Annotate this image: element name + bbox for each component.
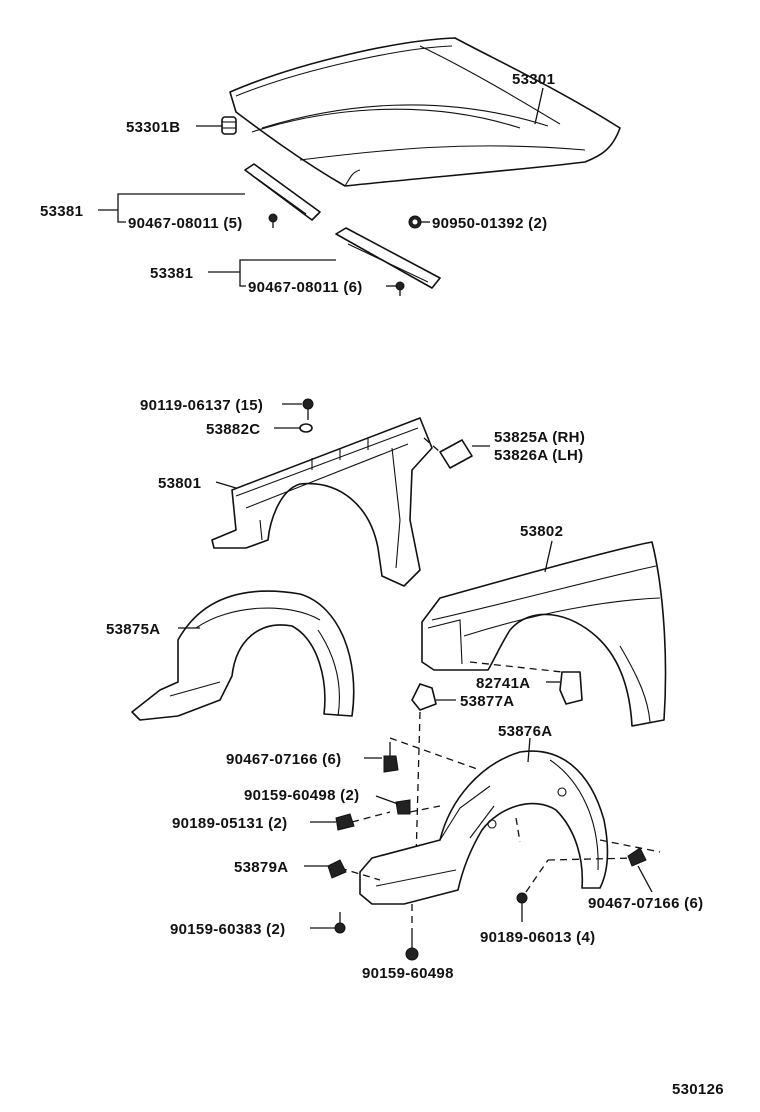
clip-icon-5 [627, 847, 653, 893]
hood-seal-2-part [335, 227, 441, 289]
front-fender-part [421, 541, 667, 727]
hood-part [229, 37, 621, 187]
hood-seal-1-part [244, 163, 321, 221]
rear-liner-part [131, 590, 355, 721]
label-clip-3: 90467-07166 (6) [588, 895, 703, 912]
front-liner-leader [527, 737, 531, 763]
screw-icon-2 [310, 912, 346, 934]
clip-icon-2 [386, 281, 405, 296]
label-screw-2: 90159-60383 (2) [170, 921, 285, 938]
label-hood-seal-clip-1: 90467-08011 (5) [128, 215, 243, 232]
figure-code: 530126 [672, 1081, 724, 1098]
front-liner-part [359, 750, 609, 905]
clip-icon-4 [310, 813, 355, 831]
label-screw-1: 90159-60498 (2) [244, 787, 359, 804]
hood-leader [534, 87, 544, 125]
label-clip-4: 90189-06013 (4) [480, 929, 595, 946]
label-fender-bracket-lh: 53826A (LH) [494, 447, 583, 464]
hood-seal-1-leader [98, 193, 245, 223]
label-fender-bolt: 90119-06137 (15) [140, 397, 263, 414]
label-liner-bracket: 53877A [460, 693, 514, 710]
clip-icon-3 [364, 742, 399, 773]
label-rear-liner: 53875A [106, 621, 160, 638]
label-hood-seal-clip-2: 90467-08011 (6) [248, 279, 363, 296]
hood-nut-part [408, 215, 430, 229]
fender-washer-part [274, 423, 313, 433]
liner-bracket-part [411, 683, 456, 861]
fender-protector-part [469, 661, 583, 705]
label-hood-seal-2: 53381 [150, 265, 193, 282]
label-hood-seal-1: 53381 [40, 203, 83, 220]
front-fender-leader [544, 540, 553, 573]
clip-bracket-icon [304, 859, 347, 879]
label-front-liner: 53876A [498, 723, 552, 740]
fender-apron-part [211, 417, 433, 587]
label-fender-apron: 53801 [158, 475, 201, 492]
label-clip-1: 90467-07166 (6) [226, 751, 341, 768]
clip-icon-6 [516, 892, 528, 922]
label-clip-bracket: 53879A [234, 859, 288, 876]
hood-bumper-part [221, 116, 237, 135]
fender-apron-leader [215, 481, 237, 489]
hood-seal-2-leader [208, 259, 336, 287]
screw-icon-3 [405, 904, 419, 961]
label-hood-nut: 90950-01392 (2) [432, 215, 547, 232]
label-fender-protector: 82741A [476, 675, 530, 692]
label-screw-3: 90159-60498 [362, 965, 454, 982]
clip-dashed-leaders [339, 737, 661, 893]
fender-bolt-part [282, 398, 314, 420]
label-front-fender: 53802 [520, 523, 563, 540]
label-clip-2: 90189-05131 (2) [172, 815, 287, 832]
clip-icon-1 [268, 213, 278, 228]
screw-icon-1 [375, 795, 411, 815]
label-fender-bracket-rh: 53825A (RH) [494, 429, 585, 446]
fender-bracket-part [423, 437, 490, 469]
label-hood: 53301 [512, 71, 555, 88]
label-fender-washer: 53882C [206, 421, 260, 438]
label-hood-bumper: 53301B [126, 119, 180, 136]
